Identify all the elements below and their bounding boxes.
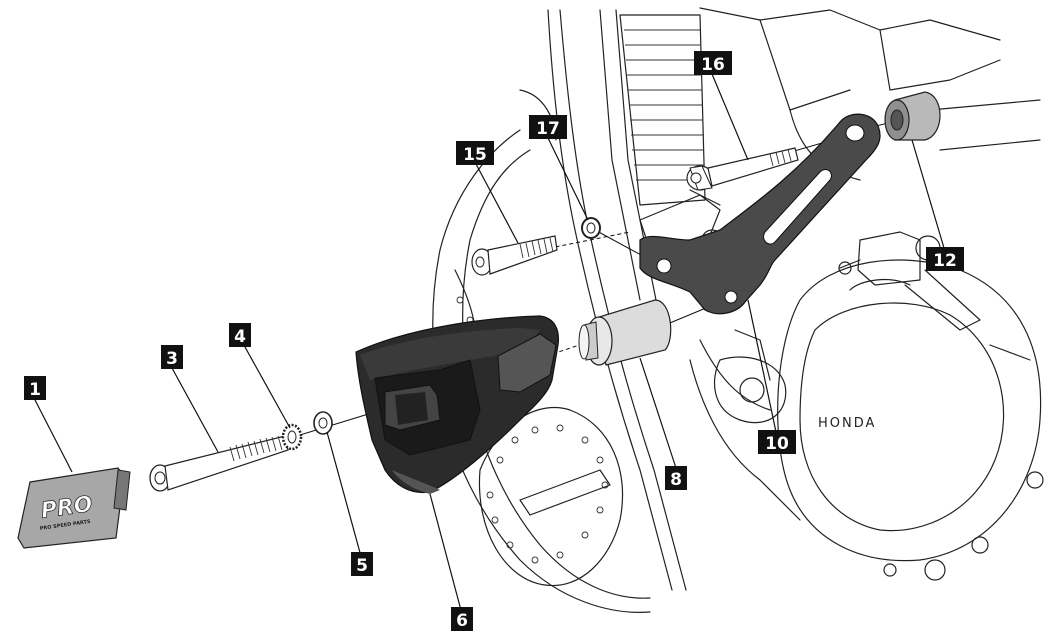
svg-text:4: 4 xyxy=(234,327,246,347)
engine-clutch-cover: HONDA xyxy=(777,259,1044,581)
callout-17: 17 xyxy=(529,115,567,139)
end-cap-emblem: PRO PRO SPEED PARTS xyxy=(17,467,131,549)
svg-text:3: 3 xyxy=(166,349,178,369)
callout-1: 1 xyxy=(24,376,46,400)
frame-slider-body xyxy=(355,315,560,494)
engine-cover-brand-text: HONDA xyxy=(818,416,876,431)
long-bolt xyxy=(149,435,289,492)
radiator xyxy=(619,14,706,206)
callout-3: 3 xyxy=(161,345,183,369)
callout-8: 8 xyxy=(665,466,687,490)
svg-text:16: 16 xyxy=(701,55,725,75)
callout-labels: 1 3 4 5 6 8 10 12 xyxy=(24,51,964,631)
spacer-cylinder xyxy=(578,299,672,366)
svg-text:5: 5 xyxy=(356,556,368,576)
motorcycle-line-art: HONDA xyxy=(432,7,1044,613)
flat-washer xyxy=(313,411,333,435)
svg-text:15: 15 xyxy=(463,145,487,165)
callout-15: 15 xyxy=(456,141,494,165)
small-washer xyxy=(581,217,601,239)
svg-text:6: 6 xyxy=(456,611,468,631)
middle-bolt xyxy=(471,235,558,276)
callout-4: 4 xyxy=(229,323,251,347)
upper-bolt xyxy=(686,147,799,191)
brake-disc xyxy=(478,406,624,587)
callout-10: 10 xyxy=(758,430,796,454)
mounting-bracket xyxy=(639,113,881,315)
callout-16: 16 xyxy=(694,51,732,75)
assembly-axis-lines xyxy=(159,119,901,479)
svg-text:12: 12 xyxy=(933,251,957,271)
callout-12: 12 xyxy=(926,247,964,271)
bushing xyxy=(884,91,941,141)
lock-washer xyxy=(281,423,303,451)
svg-text:8: 8 xyxy=(670,470,682,490)
callout-leader-lines xyxy=(34,73,945,615)
svg-text:17: 17 xyxy=(536,119,560,139)
callout-6: 6 xyxy=(451,607,473,631)
svg-text:10: 10 xyxy=(765,434,789,454)
callout-5: 5 xyxy=(351,552,373,576)
svg-text:1: 1 xyxy=(29,380,41,400)
